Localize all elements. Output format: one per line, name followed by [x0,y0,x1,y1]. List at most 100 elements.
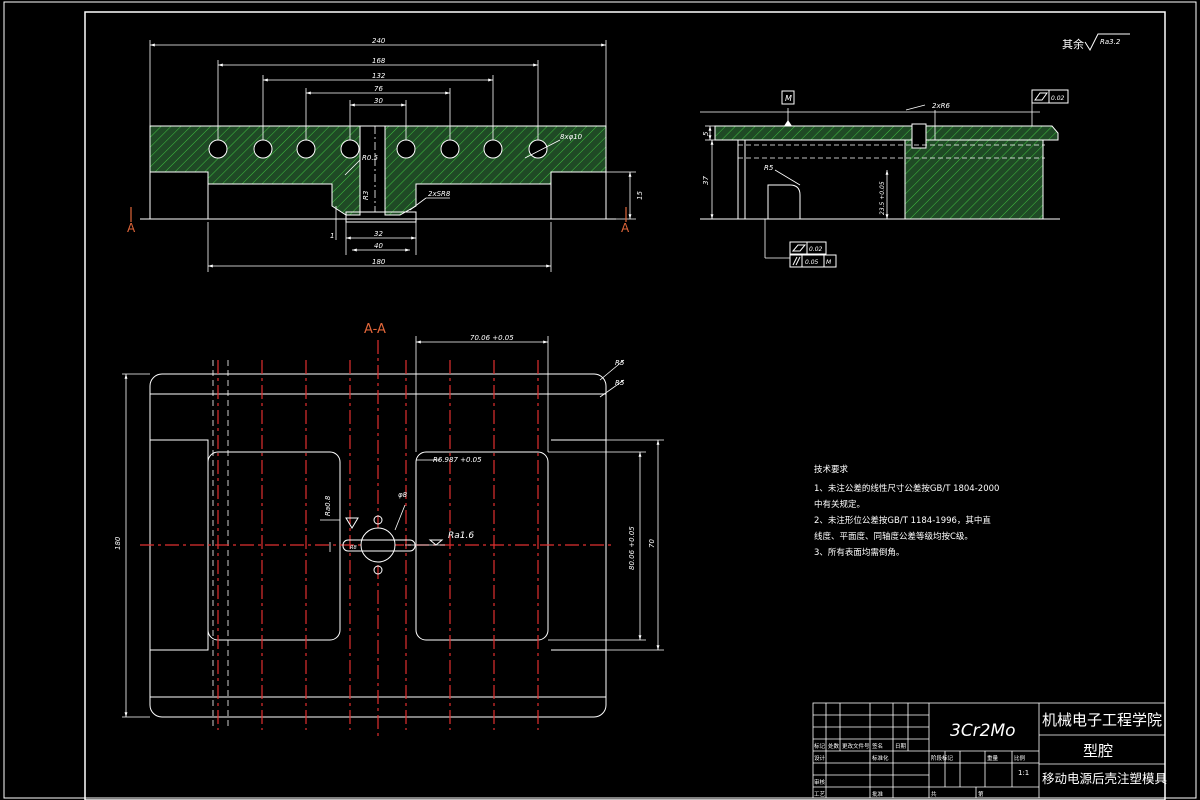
tb-sheet: 共 [931,790,937,798]
tb-approve: 批准 [872,790,884,798]
tb-sheet2: 第 [978,790,984,798]
dim-70-top: 70.06 +0.05 [470,334,514,342]
section-marker-left: A [127,221,136,235]
product: 移动电源后壳注塑模具 [1042,771,1168,786]
hole [253,139,273,159]
tol-note: 2xR6 [932,102,950,110]
side-slot [911,123,927,149]
ra08: Ra0.8 [324,495,332,516]
phi8: φ8 [398,491,408,499]
dim-240: 240 [372,37,386,45]
tech-title: 技术要求 [814,464,849,475]
technical-requirements: 技术要求 1、未注公差的线性尺寸公差按GB/T 1804-2000 中有关规定。… [814,464,999,558]
tb-design: 设计 [814,754,826,762]
tb-file: 更改文件号 [842,742,870,750]
cavity-right [415,451,549,641]
cavity-left [207,451,341,641]
tb-review: 审核 [814,778,826,786]
tech-line: 中有关规定。 [814,499,865,510]
school: 机械电子工程学院 [1042,711,1162,729]
tb-mark: 标记 [814,742,826,750]
tech-line: 3、所有表面均需倒角。 [814,547,904,558]
dim-180-left: 180 [114,536,122,550]
tech-line: 线度、平面度、同轴度公差等级均按C级。 [814,531,973,542]
tb-date: 日期 [895,743,907,750]
side-inner [737,139,906,220]
depth-dim: 23.5 +0.05 [879,181,886,215]
par-box [789,254,837,268]
section-marker-right: A [621,221,630,235]
dim-180: 180 [372,258,386,266]
sprue-circle [360,527,396,563]
part-name: 型腔 [1083,742,1113,760]
scale: 1:1 [1018,769,1029,777]
dim-70-right: 70 [648,539,656,548]
hole [208,139,228,159]
gate-small-bottom [373,565,383,575]
tb-sign: 签名 [872,742,883,750]
tb-standard: 标准化 [872,754,889,762]
front-section-view: A A 240 168 132 76 30 32 40 180 15 1 R0.… [127,37,644,272]
flat-box-top [1031,89,1069,104]
dim-132: 132 [372,72,386,80]
dim-40: 40 [374,242,383,250]
tb-process: 工艺 [814,791,826,798]
r8: R8 [350,545,357,551]
dim-r5-side: R5 [764,164,774,172]
dim-76: 76 [374,85,383,93]
dim-r05: R0.5 [362,154,379,162]
side-cavity [767,184,801,219]
dim-r5-a: R5 [615,359,625,367]
dim-168: 168 [372,57,386,65]
dim-15: 15 [636,191,644,200]
plan-step-right [551,439,607,651]
hole-note: 8xφ10 [560,133,583,141]
inner-border [84,11,1166,800]
section-view-label: A-A [364,322,386,337]
surface-note: 其余 [1062,37,1084,51]
material: 3Cr2Mo [950,721,1016,741]
side-hatch [904,139,1044,220]
runner-slot [342,539,416,552]
side-section-view: M 0.02 0.02 0.05 M 5 37 R5 2xR6 23.5 +0.… [700,33,1130,268]
tb-stage: 阶段标记 [931,754,954,762]
dim-37: 37 [702,176,710,185]
dim-80-right: 80.06 +0.05 [628,526,636,570]
ra16: Ra1.6 [448,531,474,541]
tech-line: 1、未注公差的线性尺寸公差按GB/T 1804-2000 [814,483,999,494]
hole [528,139,548,159]
hole [340,139,360,159]
gate-small-top [373,515,383,525]
hole [440,139,460,159]
dim-5: 5 [702,131,710,136]
dim-32: 32 [374,230,383,238]
hole [396,139,416,159]
flat-tol-top: 0.02 [1051,95,1065,102]
lower-outline-r [550,172,607,220]
dim-30: 30 [374,97,383,105]
hole [296,139,316,159]
tb-weight: 重量 [987,754,999,762]
center-slot [345,211,417,223]
dim-r5-b: R5 [615,379,625,387]
flat-box-bottom [789,241,827,255]
side-top-plate [714,125,1059,141]
par-tol: 0.05 [805,259,819,266]
hole [483,139,503,159]
chamfer-note: 2xSR8 [428,190,451,198]
plan-view: A-A [114,322,664,740]
surface-value: Ra3.2 [1100,38,1121,46]
dim-r3: R3 [362,191,370,200]
flat-tol-bottom: 0.02 [809,246,823,253]
lower-outline [149,172,209,220]
par-datum: M [826,259,832,266]
tech-line: 2、未注形位公差按GB/T 1184-1996，其中直 [814,515,991,526]
outer-border [3,1,1197,799]
tb-ratio: 比例 [1014,754,1026,762]
title-block [812,702,1166,799]
tb-count: 处数 [828,742,840,750]
r6-note: R6.987 +0.05 [433,456,482,464]
roughness-symbol [1084,33,1130,52]
datum-label: M [785,94,792,103]
